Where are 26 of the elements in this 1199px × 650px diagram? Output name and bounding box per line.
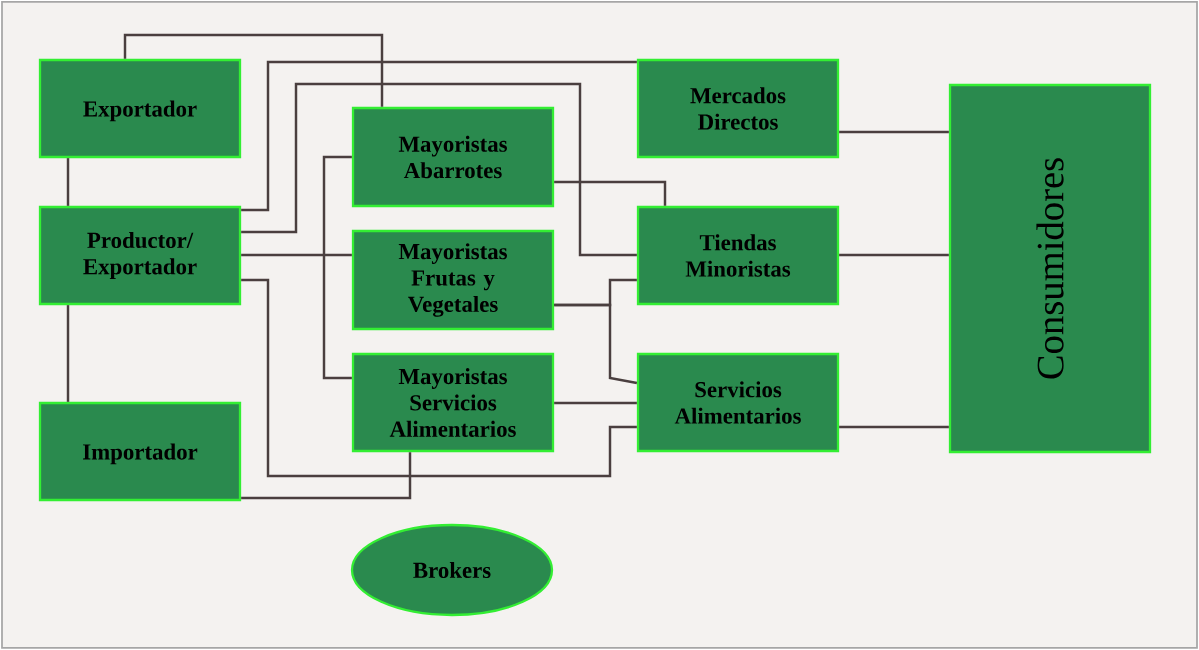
- connector-line: [241, 60, 637, 212]
- connector-line: [322, 155, 352, 380]
- process-box: Productor/ Exportador: [38, 205, 242, 306]
- connector-line: [66, 158, 70, 206]
- connector-line: [66, 305, 70, 402]
- connector-line: [839, 130, 949, 134]
- connector-line: [839, 253, 949, 257]
- process-box: Importador: [38, 401, 242, 502]
- connector-line: [554, 180, 667, 206]
- connector-line: [241, 253, 352, 257]
- connector-line: [241, 452, 412, 500]
- connector-line: [123, 33, 384, 107]
- process-box: Exportador: [38, 58, 242, 159]
- process-box: Servicios Alimentarios: [636, 352, 840, 453]
- connector-line: [241, 82, 637, 257]
- process-box: Mayoristas Abarrotes: [351, 106, 555, 208]
- process-box: Tiendas Minoristas: [636, 205, 840, 306]
- process-box: Mayoristas Servicios Alimentarios: [351, 352, 555, 453]
- ellipse-node: Brokers: [350, 523, 554, 617]
- process-box: Mercados Directos: [636, 58, 840, 159]
- connector-line: [554, 401, 637, 405]
- process-box: Mayoristas Frutas y Vegetales: [351, 229, 555, 331]
- connector-line: [241, 278, 637, 478]
- connector-line: [554, 303, 638, 385]
- process-box: Consumidores: [948, 83, 1152, 454]
- connector-line: [839, 425, 949, 429]
